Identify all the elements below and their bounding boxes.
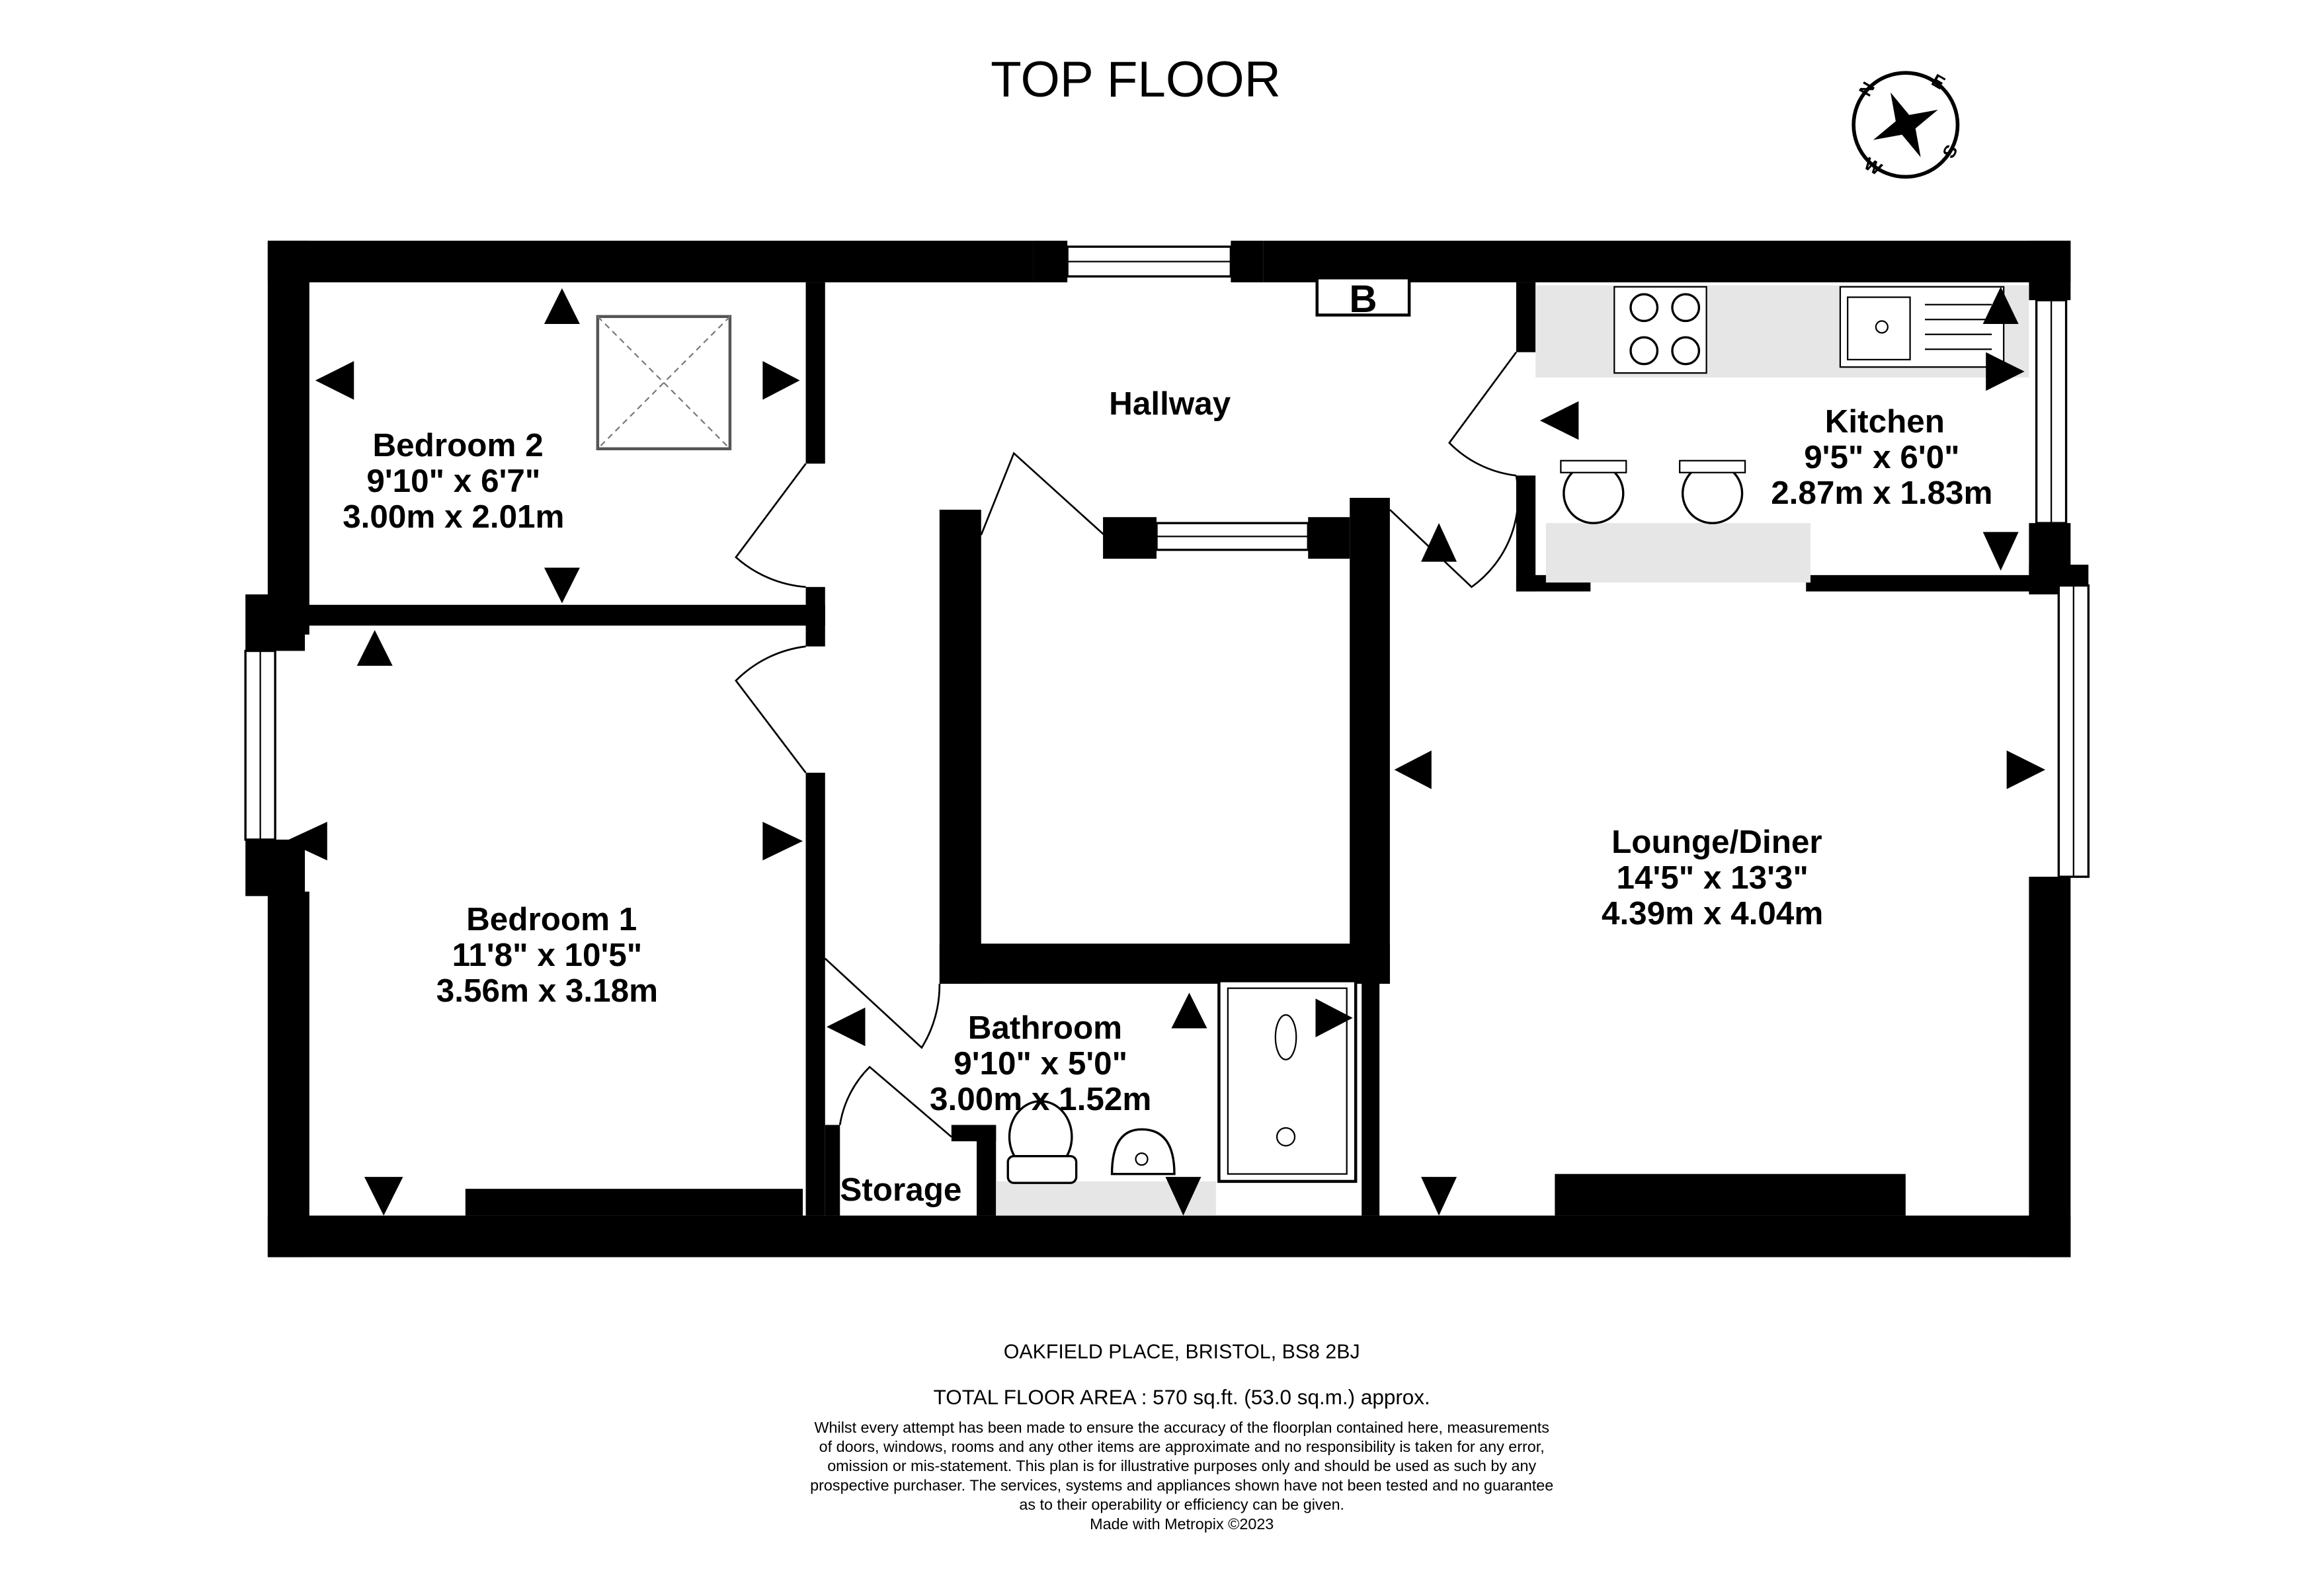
room-label-bathroom: Bathroom 9'10" x 5'0" 3.00m x 1.52m: [930, 1010, 1151, 1117]
disclaimer: Whilst every attempt has been made to en…: [810, 1419, 1553, 1533]
svg-text:2.87m x 1.83m: 2.87m x 1.83m: [1771, 475, 1992, 511]
address: OAKFIELD PLACE, BRISTOL, BS8 2BJ: [1004, 1341, 1360, 1363]
room-label-lounge-diner: Lounge/Diner 14'5" x 13'3" 4.39m x 4.04m: [1602, 824, 1823, 932]
svg-text:prospective purchaser. The ser: prospective purchaser. The services, sys…: [810, 1476, 1553, 1494]
svg-text:Kitchen: Kitchen: [1825, 403, 1945, 440]
svg-text:Lounge/Diner: Lounge/Diner: [1611, 824, 1822, 860]
sink-icon: [1839, 286, 2005, 368]
svg-text:Bedroom 2: Bedroom 2: [372, 427, 543, 463]
svg-text:9'10" x 5'0": 9'10" x 5'0": [954, 1045, 1127, 1082]
total-floor-area: TOTAL FLOOR AREA : 570 sq.ft. (53.0 sq.m…: [934, 1386, 1430, 1409]
compass-s: S: [1939, 141, 1962, 162]
svg-text:3.00m x 2.01m: 3.00m x 2.01m: [343, 499, 564, 535]
svg-text:Made with Metropix ©2023: Made with Metropix ©2023: [1090, 1515, 1274, 1533]
floor-title: TOP FLOOR: [991, 52, 1281, 108]
room-label-storage: Storage: [840, 1172, 961, 1208]
hob-icon: [1613, 286, 1707, 374]
compass-icon: N E S W: [1851, 70, 1962, 179]
svg-text:Bedroom 1: Bedroom 1: [466, 901, 637, 938]
walls: [245, 241, 2089, 1257]
room-label-kitchen: Kitchen 9'5" x 6'0" 2.87m x 1.83m: [1771, 403, 1992, 511]
fixtures: B: [596, 276, 2029, 1216]
stool-icon: [1560, 459, 1627, 524]
svg-text:9'10" x 6'7": 9'10" x 6'7": [366, 463, 540, 499]
stool-icon: [1679, 459, 1746, 524]
svg-text:4.39m x 4.04m: 4.39m x 4.04m: [1602, 895, 1823, 932]
svg-text:3.56m x 3.18m: 3.56m x 3.18m: [436, 973, 658, 1009]
room-label-bedroom-1: Bedroom 1 11'8" x 10'5" 3.56m x 3.18m: [436, 901, 658, 1009]
basin-icon: [1110, 1128, 1176, 1176]
svg-text:Bathroom: Bathroom: [968, 1010, 1122, 1046]
svg-text:as to their operability or eff: as to their operability or efficiency ca…: [1019, 1496, 1344, 1513]
windows: [244, 245, 2090, 878]
svg-text:11'8" x 10'5": 11'8" x 10'5": [452, 937, 643, 973]
svg-text:Whilst every attempt has been: Whilst every attempt has been made to en…: [814, 1419, 1549, 1436]
svg-text:of doors, windows, rooms and a: of doors, windows, rooms and any other i…: [819, 1438, 1545, 1455]
room-label-bedroom-2: Bedroom 2 9'10" x 6'7" 3.00m x 2.01m: [343, 427, 564, 535]
dimension-arrows: [285, 286, 2046, 1216]
boiler-label: B: [1349, 278, 1377, 321]
svg-text:9'5" x 6'0": 9'5" x 6'0": [1804, 439, 1959, 475]
svg-text:omission or mis-statement. Thi: omission or mis-statement. This plan is …: [827, 1457, 1536, 1474]
svg-text:3.00m x 1.52m: 3.00m x 1.52m: [930, 1081, 1151, 1117]
room-label-hallway: Hallway: [1109, 385, 1231, 422]
boiler-icon: B: [1315, 276, 1411, 321]
svg-text:14'5" x 13'3": 14'5" x 13'3": [1616, 859, 1808, 896]
doors: [735, 351, 1520, 1138]
skylight-icon: [596, 315, 732, 451]
toilet-icon: [1006, 1099, 1078, 1184]
